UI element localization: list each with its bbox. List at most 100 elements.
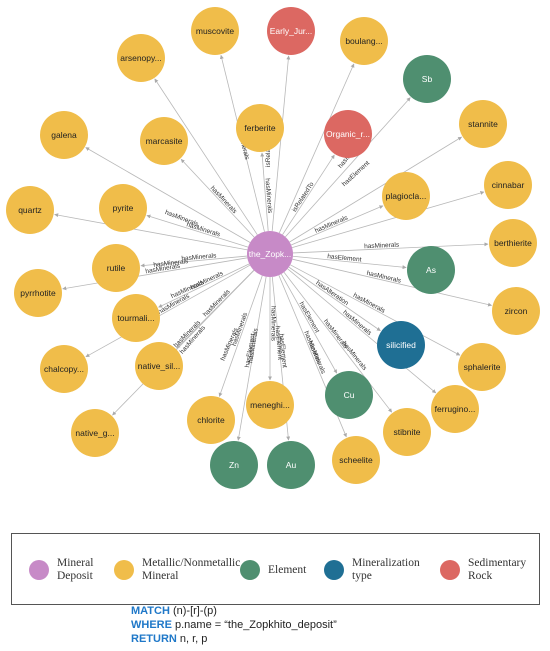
node-label: berthierite [494, 238, 532, 248]
graph-node[interactable]: ferberite [236, 104, 284, 152]
node-circle [340, 17, 388, 65]
legend-item: Mineral Deposit [29, 534, 93, 606]
node-label: chlorite [197, 415, 225, 425]
query-text-2: p.name = “the_Zopkhito_deposit” [171, 619, 337, 631]
node-circle [92, 244, 140, 292]
edge-label: hasMinerals [364, 242, 400, 251]
edge-to-node-24 [218, 275, 263, 397]
edges-layer [54, 54, 493, 441]
graph-node[interactable]: rutile [92, 244, 140, 292]
graph-node[interactable]: pyrrhotite [14, 269, 62, 317]
node-circle [187, 396, 235, 444]
legend-item: Metallic/Nonmetallic Mineral [114, 534, 240, 606]
node-circle [247, 231, 293, 277]
node-circle [267, 441, 315, 489]
edge-to-node-21 [85, 264, 251, 358]
node-circle [210, 441, 258, 489]
node-circle [246, 381, 294, 429]
legend-swatch [324, 560, 344, 580]
edge-label: hasMinerals [314, 214, 350, 234]
graph-node[interactable]: galena [40, 111, 88, 159]
edge-to-node-6 [282, 154, 335, 235]
legend-label: Mineral Deposit [57, 557, 94, 582]
node-label: Organic_r... [326, 129, 370, 139]
node-circle [99, 184, 147, 232]
graph-node[interactable]: berthierite [489, 219, 537, 267]
graph-node[interactable]: muscovite [191, 7, 239, 55]
node-circle [6, 186, 54, 234]
graph-node[interactable]: Organic_r... [324, 110, 372, 158]
node-label: Sb [422, 74, 433, 84]
graph-node[interactable]: chlorite [187, 396, 235, 444]
graph-node[interactable]: Early_Jur... [267, 7, 315, 55]
node-circle [14, 269, 62, 317]
edge-to-node-12 [146, 214, 249, 248]
node-circle [431, 385, 479, 433]
edge-to-node-31 [236, 276, 267, 441]
node-label: native_g... [75, 428, 114, 438]
node-label: plagiocla... [386, 191, 427, 201]
edge-to-node-9 [180, 158, 255, 238]
graph-node[interactable]: arsenopy... [117, 34, 165, 82]
graph-node[interactable]: Cu [325, 371, 373, 419]
node-circle [71, 409, 119, 457]
node-label: scheelite [339, 455, 373, 465]
edge-to-node-1 [271, 55, 291, 232]
edge-to-node-16 [292, 255, 407, 270]
edge-to-node-15 [140, 255, 248, 268]
graph-node[interactable]: sphalerite [458, 343, 506, 391]
graph-node[interactable]: tourmali... [112, 294, 160, 342]
edge-label: hasMinerals [247, 327, 260, 363]
edge-label: hasMinerals [270, 306, 277, 342]
graph-node[interactable]: chalcopy... [40, 345, 88, 393]
edge-to-node-11 [54, 213, 248, 251]
node-label: Zn [229, 460, 239, 470]
graph-node[interactable]: pyrite [99, 184, 147, 232]
edge-to-node-5 [260, 152, 269, 232]
query-line-3: RETURN n, r, p [131, 632, 337, 646]
edge-to-node-4 [285, 97, 411, 238]
graph-node[interactable]: Zn [210, 441, 258, 489]
graph-node[interactable]: marcasite [140, 117, 188, 165]
graph-node[interactable]: quartz [6, 186, 54, 234]
node-circle [383, 408, 431, 456]
cypher-query: MATCH (n)-[r]-(p) WHERE p.name = “the_Zo… [131, 604, 337, 646]
node-circle [407, 246, 455, 294]
edge-label: hasElement [274, 325, 284, 360]
legend-swatch [29, 560, 49, 580]
graph-node[interactable]: Sb [403, 55, 451, 103]
graph-node[interactable]: native_sil... [135, 342, 183, 390]
edge-label: hasMinerals [306, 340, 327, 376]
legend-item: Element [240, 534, 306, 606]
graph-node[interactable]: meneghi... [246, 381, 294, 429]
node-label: marcasite [146, 136, 183, 146]
legend: Mineral Deposit Metallic/Nonmetallic Mine… [11, 533, 540, 605]
edge-to-node-10 [291, 191, 485, 248]
graph-node[interactable]: plagiocla... [382, 172, 430, 220]
node-label: arsenopy... [120, 53, 161, 63]
graph-node[interactable]: boulang... [340, 17, 388, 65]
center-node[interactable]: the_Zopk... [247, 231, 293, 277]
node-label: silicified [386, 340, 416, 350]
graph-node[interactable]: silicified [377, 321, 425, 369]
legend-item: Sedimentary Rock [440, 534, 526, 606]
graph-node[interactable]: Au [267, 441, 315, 489]
node-circle [332, 436, 380, 484]
edge-label: hasMinerals [181, 252, 217, 262]
node-label: muscovite [196, 26, 235, 36]
legend-swatch [240, 560, 260, 580]
graph-node[interactable]: stibnite [383, 408, 431, 456]
edge-to-node-2 [278, 63, 355, 234]
graph-node[interactable]: stannite [459, 100, 507, 148]
graph-node[interactable]: cinnabar [484, 161, 532, 209]
node-circle [403, 55, 451, 103]
edge-to-node-23 [290, 264, 461, 356]
node-label: Cu [344, 390, 355, 400]
graph-node[interactable]: scheelite [332, 436, 380, 484]
node-circle [325, 371, 373, 419]
graph-node[interactable]: zircon [492, 287, 540, 335]
graph-node[interactable]: native_g... [71, 409, 119, 457]
graph-node[interactable]: ferrugino... [431, 385, 479, 433]
graph-node[interactable]: As [407, 246, 455, 294]
node-label: ferrugino... [435, 404, 476, 414]
